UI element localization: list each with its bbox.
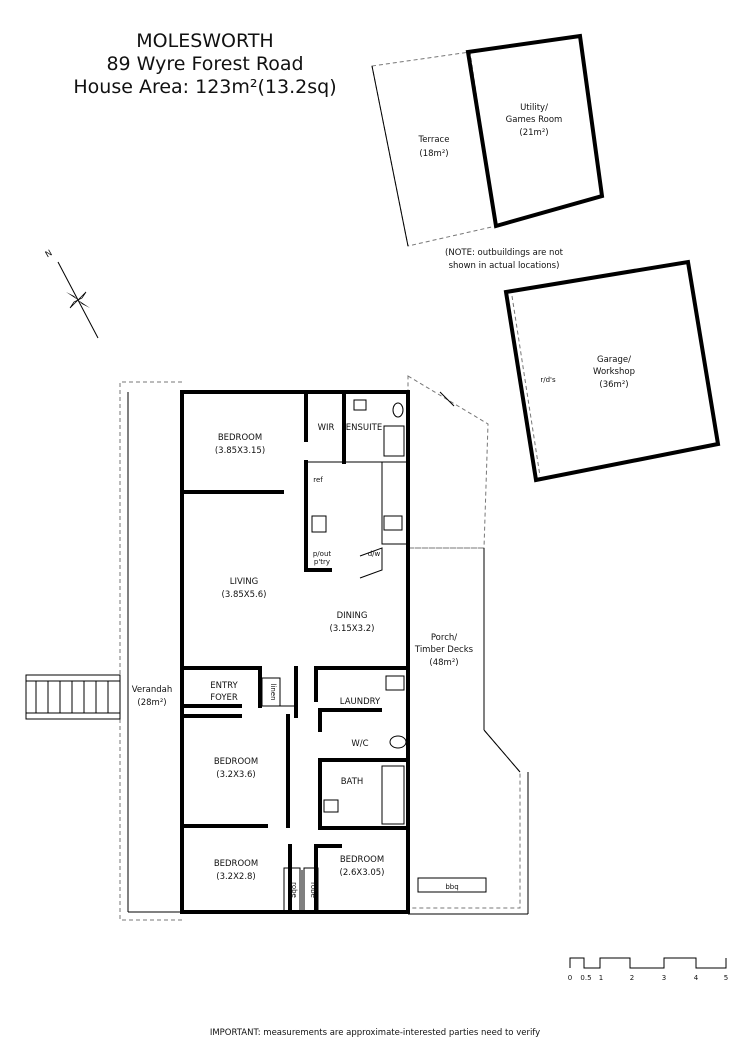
robe1-label: robe xyxy=(290,882,298,898)
bedroom2-label: BEDROOM xyxy=(214,757,258,767)
bedroom1-size: (3.85X3.15) xyxy=(215,446,265,456)
linen-label: linen xyxy=(269,683,277,700)
bedroom4-size: (2.6X3.05) xyxy=(340,868,385,878)
compass-icon: N xyxy=(44,248,99,339)
laundry-label: LAUNDRY xyxy=(340,697,381,707)
utility-label: Utility/ xyxy=(520,103,548,113)
outbuildings-note-line2: shown in actual locations) xyxy=(449,261,560,271)
outbuildings-note-line1: (NOTE: outbuildings are not xyxy=(445,248,564,258)
house-area: House Area: 123m²(13.2sq) xyxy=(73,76,337,98)
bath-label: BATH xyxy=(341,777,364,787)
scale-bar: 0 0.5 1 2 3 4 5 xyxy=(568,957,728,982)
porch-label: Porch/ xyxy=(431,633,457,643)
entry-label: ENTRY xyxy=(210,681,238,691)
ensuite-basin-icon xyxy=(353,399,367,411)
robe2-label: robe xyxy=(309,882,317,898)
garage-workshop: r/d's Garage/ Workshop (36m²) xyxy=(503,259,721,483)
wc-toilet-icon xyxy=(389,735,407,749)
scale-tick-2: 2 xyxy=(630,974,634,982)
fixtures xyxy=(261,399,407,913)
scale-tick-0: 0 xyxy=(568,974,572,982)
scale-tick-1: 1 xyxy=(599,974,603,982)
terrace-outbuilding: Terrace (18m²) xyxy=(371,51,497,247)
garage-area: (36m²) xyxy=(599,380,628,390)
ensuite-label: ENSUITE xyxy=(346,423,382,433)
bath-basin-icon xyxy=(323,799,339,813)
pantry-label: p/out xyxy=(313,550,332,558)
dishwasher-label: d/w xyxy=(368,550,381,558)
workshop-label: Workshop xyxy=(593,367,635,377)
dining-label: DINING xyxy=(337,611,368,621)
house-walls xyxy=(180,390,410,914)
bbq-label: bbq xyxy=(445,883,458,891)
scale-tick-5: 5 xyxy=(724,974,728,982)
bathtub-icon xyxy=(381,765,405,825)
verandah-area: (28m²) xyxy=(137,698,166,708)
toilet-icon xyxy=(392,402,404,418)
timber-decks-label: Timber Decks xyxy=(414,645,474,655)
robe-1 xyxy=(283,867,301,913)
shower-icon xyxy=(383,425,405,457)
utility-area: (21m²) xyxy=(519,128,548,138)
bedroom2-size: (3.2X3.6) xyxy=(216,770,256,780)
ref-label: ref xyxy=(313,476,323,484)
games-room-label: Games Room xyxy=(506,115,563,125)
verandah-label: Verandah xyxy=(132,685,172,695)
pantry-label-2: p'try xyxy=(314,558,330,566)
scale-tick-0-5: 0.5 xyxy=(580,974,591,982)
porch-timber-decks: Porch/ Timber Decks (48m²) bbq xyxy=(407,375,529,915)
dining-size: (3.15X3.2) xyxy=(330,624,375,634)
kitchen-sink-icon xyxy=(383,515,403,531)
verandah: Verandah (28m²) xyxy=(119,381,182,921)
front-steps xyxy=(25,674,121,720)
wir-label: WIR xyxy=(318,423,335,433)
linen-cupboard xyxy=(261,677,281,707)
wc-label: W/C xyxy=(351,739,368,749)
bedroom4-label: BEDROOM xyxy=(340,855,384,865)
laundry-tub-icon xyxy=(385,675,405,691)
garage-label: Garage/ xyxy=(597,355,631,365)
disclaimer: IMPORTANT: measurements are approximate-… xyxy=(209,1028,541,1038)
scale-tick-4: 4 xyxy=(694,974,699,982)
living-size: (3.85X5.6) xyxy=(222,590,267,600)
bedroom3-label: BEDROOM xyxy=(214,859,258,869)
scale-tick-3: 3 xyxy=(662,974,666,982)
terrace-area: (18m²) xyxy=(419,149,448,159)
living-label: LIVING xyxy=(230,577,259,587)
terrace-label: Terrace xyxy=(418,135,450,145)
bedroom1-label: BEDROOM xyxy=(218,433,262,443)
north-label: N xyxy=(44,248,55,260)
property-name: MOLESWORTH xyxy=(136,30,274,52)
robe-2 xyxy=(303,867,319,913)
property-address: 89 Wyre Forest Road xyxy=(106,53,304,75)
roller-doors-label: r/d's xyxy=(540,376,556,384)
utility-games-room: Utility/ Games Room (21m²) xyxy=(465,33,605,229)
cooktop-icon xyxy=(311,515,327,533)
foyer-label: FOYER xyxy=(210,693,238,703)
porch-area: (48m²) xyxy=(429,658,458,668)
bedroom3-size: (3.2X2.8) xyxy=(216,872,256,882)
